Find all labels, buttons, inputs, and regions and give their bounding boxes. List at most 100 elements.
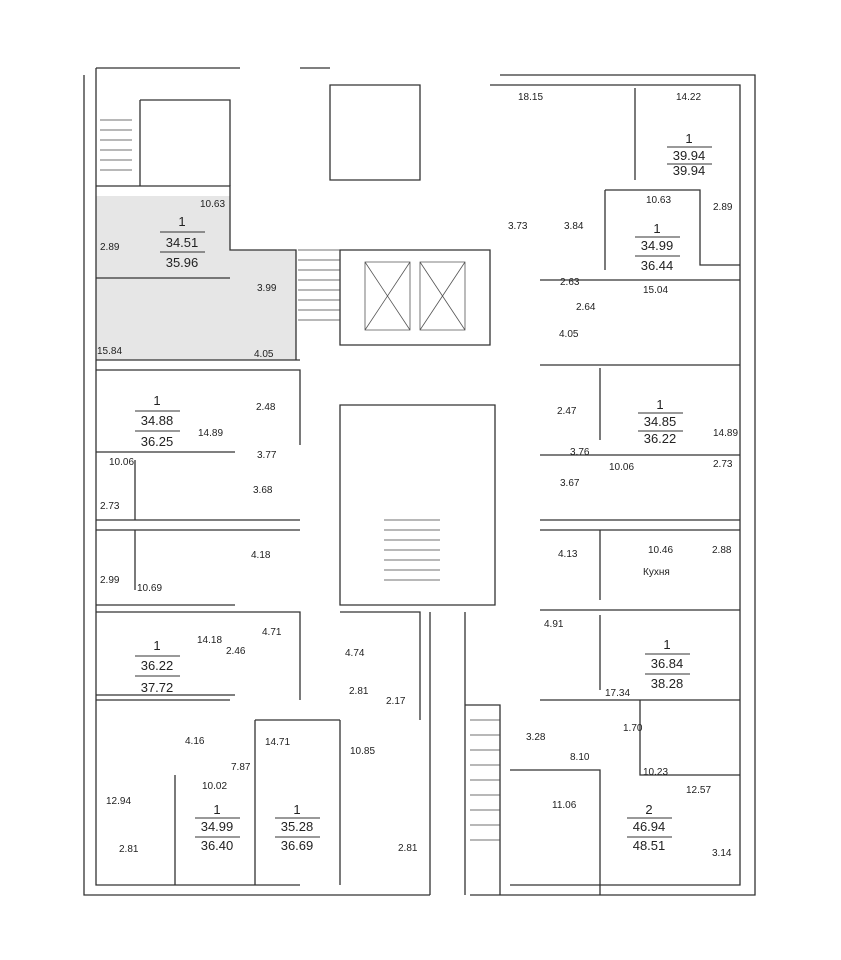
room-area-label: 15.04 [643, 285, 668, 296]
apartment-label[interactable]: 1 36.22 37.72 [135, 638, 180, 695]
apartment-label[interactable]: 1 36.84 38.28 [645, 637, 690, 691]
apartment-label[interactable]: 1 39.94 39.94 [667, 131, 712, 178]
room-area-label: 3.99 [257, 283, 277, 294]
room-area-label: 8.10 [570, 752, 590, 763]
room-area-label: 3.68 [253, 485, 273, 496]
apartment-value: 1 [685, 131, 692, 146]
apartment-value: 38.28 [651, 676, 684, 691]
room-area-label: 14.22 [676, 92, 701, 103]
apartment-value: 1 [213, 802, 220, 817]
room-area-label: 2.81 [349, 686, 369, 697]
room-area-label: 2.89 [713, 202, 733, 213]
apartment-label[interactable]: 1 35.28 36.69 [275, 802, 320, 853]
apartment-label[interactable]: 1 34.51 35.96 [160, 214, 205, 270]
room-area-label: 2.73 [100, 501, 120, 512]
room-area-label: 14.18 [197, 635, 222, 646]
room-area-labels: 10.63 2.89 3.99 15.84 4.05 14.89 2.48 3.… [97, 92, 738, 859]
room-area-label: 10.85 [350, 746, 375, 757]
room-area-label: 10.06 [109, 457, 134, 468]
room-area-label: 11.06 [552, 800, 577, 811]
room-area-label: 7.87 [231, 762, 251, 773]
walls [83, 67, 756, 896]
room-area-label: 12.94 [106, 796, 131, 807]
room-area-label: 12.57 [686, 785, 711, 796]
apartment-value: 34.99 [641, 238, 674, 253]
apartment-value: 46.94 [633, 819, 666, 834]
apartment-value: 36.22 [141, 658, 174, 673]
room-area-label: 14.89 [198, 428, 223, 439]
apartment-label[interactable]: 1 34.99 36.44 [635, 221, 680, 273]
room-area-label: 10.46 [648, 545, 673, 556]
room-area-label: 10.63 [646, 195, 671, 206]
apartment-label[interactable]: 1 34.88 36.25 [135, 393, 180, 449]
room-area-label: 2.99 [100, 575, 120, 586]
room-area-label: 4.91 [544, 619, 564, 630]
room-area-label: 10.69 [137, 583, 162, 594]
room-area-label: 10.06 [609, 462, 634, 473]
room-area-label: 4.05 [559, 329, 579, 340]
room-area-label: 10.23 [643, 767, 668, 778]
room-area-label: 18.15 [518, 92, 543, 103]
room-area-label: Кухня [643, 567, 670, 578]
room-area-label: 14.71 [265, 737, 290, 748]
apartment-label[interactable]: 2 46.94 48.51 [627, 802, 672, 853]
apartment-label[interactable]: 1 34.99 36.40 [195, 802, 240, 853]
apartment-value: 1 [656, 397, 663, 412]
room-area-label: 2.81 [119, 844, 139, 855]
apartment-value: 35.28 [281, 819, 314, 834]
room-area-label: 2.47 [557, 406, 577, 417]
apartment-value: 1 [293, 802, 300, 817]
room-area-label: 3.84 [564, 221, 584, 232]
stairs [100, 119, 500, 841]
apartment-value: 39.94 [673, 148, 706, 163]
apartment-value: 34.88 [141, 413, 174, 428]
room-area-label: 10.02 [202, 781, 227, 792]
apartment-value: 34.85 [644, 414, 677, 429]
room-area-label: 4.18 [251, 550, 271, 561]
room-area-label: 4.71 [262, 627, 282, 638]
apartment-value: 36.44 [641, 258, 674, 273]
apartment-value: 36.25 [141, 434, 174, 449]
room-area-label: 3.76 [570, 447, 590, 458]
room-area-label: 2.88 [712, 545, 732, 556]
room-area-label: 17.34 [605, 688, 630, 699]
apartment-value: 1 [153, 393, 160, 408]
room-area-label: 2.46 [226, 646, 246, 657]
apartment-value: 36.40 [201, 838, 234, 853]
apartment-value: 36.84 [651, 656, 684, 671]
apartment-value: 1 [653, 221, 660, 236]
room-area-label: 3.14 [712, 848, 732, 859]
apartment-label[interactable]: 1 34.85 36.22 [638, 397, 683, 446]
apartment-value: 37.72 [141, 680, 174, 695]
room-area-label: 2.89 [100, 242, 120, 253]
room-area-label: 2.73 [713, 459, 733, 470]
room-area-label: 4.74 [345, 648, 365, 659]
room-area-label: 15.84 [97, 346, 122, 357]
apartment-value: 2 [645, 802, 652, 817]
apartment-value: 1 [153, 638, 160, 653]
apartment-value: 1 [663, 637, 670, 652]
apartment-value: 34.51 [166, 235, 199, 250]
room-area-label: 4.05 [254, 349, 274, 360]
room-area-label: 3.67 [560, 478, 580, 489]
room-area-label: 2.17 [386, 696, 406, 707]
room-area-label: 10.63 [200, 199, 225, 210]
room-area-label: 14.89 [713, 428, 738, 439]
apartment-value: 36.22 [644, 431, 677, 446]
apartment-value: 39.94 [673, 163, 706, 178]
room-area-label: 3.77 [257, 450, 277, 461]
room-area-label: 3.28 [526, 732, 546, 743]
room-area-label: 1.70 [623, 723, 643, 734]
apartment-value: 35.96 [166, 255, 199, 270]
room-area-label: 4.13 [558, 549, 578, 560]
apartment-value: 1 [178, 214, 185, 229]
apartment-value: 48.51 [633, 838, 666, 853]
apartment-value: 36.69 [281, 838, 314, 853]
room-area-label: 2.63 [560, 277, 580, 288]
apartment-value: 34.99 [201, 819, 234, 834]
room-area-label: 3.73 [508, 221, 528, 232]
room-area-label: 2.81 [398, 843, 418, 854]
room-area-label: 2.64 [576, 302, 596, 313]
room-area-label: 4.16 [185, 736, 205, 747]
